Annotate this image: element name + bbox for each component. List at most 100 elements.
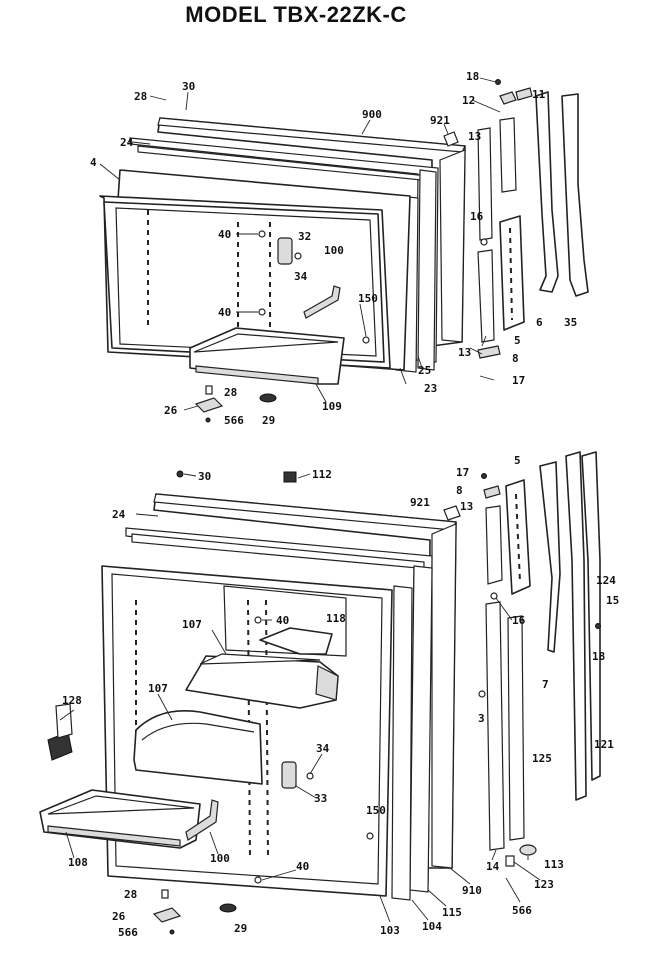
freezer-door-assembly xyxy=(99,79,589,423)
plug-40b-lower xyxy=(254,876,262,884)
callout-900: 900 xyxy=(362,108,382,121)
callout-26: 26 xyxy=(164,404,178,417)
shelf-retainer-100 xyxy=(303,285,341,319)
callout-566b: 566 xyxy=(118,926,138,939)
shelf-118 xyxy=(259,627,333,655)
callout-34b: 34 xyxy=(316,742,330,755)
callout-125: 125 xyxy=(532,752,552,765)
callout-109: 109 xyxy=(322,400,342,413)
spacer-28b xyxy=(161,889,169,899)
callout-28-lower: 28 xyxy=(224,386,237,399)
callout-4: 4 xyxy=(90,156,97,169)
bracket-26b xyxy=(152,907,182,923)
callout-24b: 24 xyxy=(112,508,126,521)
callout-5: 5 xyxy=(514,334,521,347)
callout-6: 6 xyxy=(536,316,543,329)
callout-35: 35 xyxy=(564,316,577,329)
callout-13-upper: 13 xyxy=(468,130,481,143)
freezer-callouts: 28 30 900 921 18 12 11 24 4 40 32 34 100… xyxy=(90,70,577,427)
spacer-28 xyxy=(205,385,213,395)
breaker-strip-25 xyxy=(417,169,437,371)
cap-29 xyxy=(259,393,277,403)
callout-566: 566 xyxy=(224,414,244,427)
callout-112: 112 xyxy=(312,468,332,481)
clip-112 xyxy=(283,471,297,483)
callout-103: 103 xyxy=(380,924,400,937)
screw-34 xyxy=(294,252,302,260)
callout-29: 29 xyxy=(262,414,275,427)
gasket-strip-104 xyxy=(391,585,413,901)
callout-11: 11 xyxy=(532,88,546,101)
callout-17b: 17 xyxy=(456,466,469,479)
shelf-bracket-32 xyxy=(277,237,293,265)
callout-40-upper: 40 xyxy=(218,228,231,241)
stop-cap-150b xyxy=(366,832,374,840)
screw-30b xyxy=(176,470,184,478)
callout-150b: 150 xyxy=(366,804,386,817)
fresh-food-door-assembly xyxy=(39,451,601,935)
callout-921: 921 xyxy=(430,114,450,127)
callout-15: 15 xyxy=(606,594,619,607)
callout-115: 115 xyxy=(442,906,462,919)
callout-26b: 26 xyxy=(112,910,126,923)
callout-12: 12 xyxy=(462,94,475,107)
callout-28: 28 xyxy=(134,90,147,103)
callout-100b: 100 xyxy=(210,852,230,865)
callout-7: 7 xyxy=(542,678,549,691)
callout-40b-upper: 40 xyxy=(276,614,289,627)
callout-100: 100 xyxy=(324,244,344,257)
callout-124: 124 xyxy=(596,574,616,587)
plug-40-lower xyxy=(258,308,266,316)
leader-lines xyxy=(59,77,541,923)
callout-16: 16 xyxy=(470,210,484,223)
door-shelf-108 xyxy=(39,789,201,849)
callout-5b: 5 xyxy=(514,454,521,467)
callout-150: 150 xyxy=(358,292,378,305)
callout-30b: 30 xyxy=(198,470,211,483)
screw-566 xyxy=(205,417,211,423)
cap-29b xyxy=(219,903,237,913)
outer-door-panel-910 xyxy=(153,493,457,869)
screw-34b xyxy=(306,772,314,780)
plug-40-upper xyxy=(258,230,266,238)
callout-13-lower: 13 xyxy=(458,346,471,359)
bracket-26 xyxy=(194,397,224,413)
screw-566b xyxy=(169,929,175,935)
callout-921b: 921 xyxy=(410,496,430,509)
callout-13b: 13 xyxy=(460,500,473,513)
callout-107-upper: 107 xyxy=(182,618,202,631)
door-bin-107-upper xyxy=(185,653,339,709)
callout-107-lower: 107 xyxy=(148,682,168,695)
diagram-title: MODEL TBX-22ZK-C xyxy=(185,2,407,27)
callout-17: 17 xyxy=(512,374,525,387)
callout-8b: 8 xyxy=(456,484,463,497)
callout-32: 32 xyxy=(298,230,311,243)
shelf-retainer-100b xyxy=(185,799,219,841)
callout-113: 113 xyxy=(544,858,564,871)
callout-40-lower: 40 xyxy=(218,306,231,319)
callout-118: 118 xyxy=(326,612,346,625)
callout-108: 108 xyxy=(68,856,88,869)
stop-cap-150 xyxy=(362,336,370,344)
breaker-strip-115 xyxy=(409,565,433,893)
callout-33: 33 xyxy=(314,792,327,805)
callout-29b: 29 xyxy=(234,922,247,935)
callout-14: 14 xyxy=(486,860,500,873)
callout-3: 3 xyxy=(478,712,485,725)
door-liner-4 xyxy=(99,169,411,371)
callout-24: 24 xyxy=(120,136,134,149)
plug-40b-upper xyxy=(254,616,262,624)
callout-28b: 28 xyxy=(124,888,137,901)
callout-40b-lower: 40 xyxy=(296,860,309,873)
callout-8: 8 xyxy=(512,352,519,365)
fresh-food-hinge-parts xyxy=(443,451,601,867)
callout-123: 123 xyxy=(534,878,554,891)
callout-121: 121 xyxy=(594,738,614,751)
callout-128: 128 xyxy=(62,694,82,707)
fresh-food-callouts: 30 112 17 5 8 921 13 24 107 40 118 16 12… xyxy=(62,454,619,939)
freezer-hinge-parts xyxy=(443,79,589,359)
callout-18: 18 xyxy=(466,70,479,83)
callout-16b: 16 xyxy=(512,614,526,627)
door-bin-107-lower xyxy=(133,710,263,785)
